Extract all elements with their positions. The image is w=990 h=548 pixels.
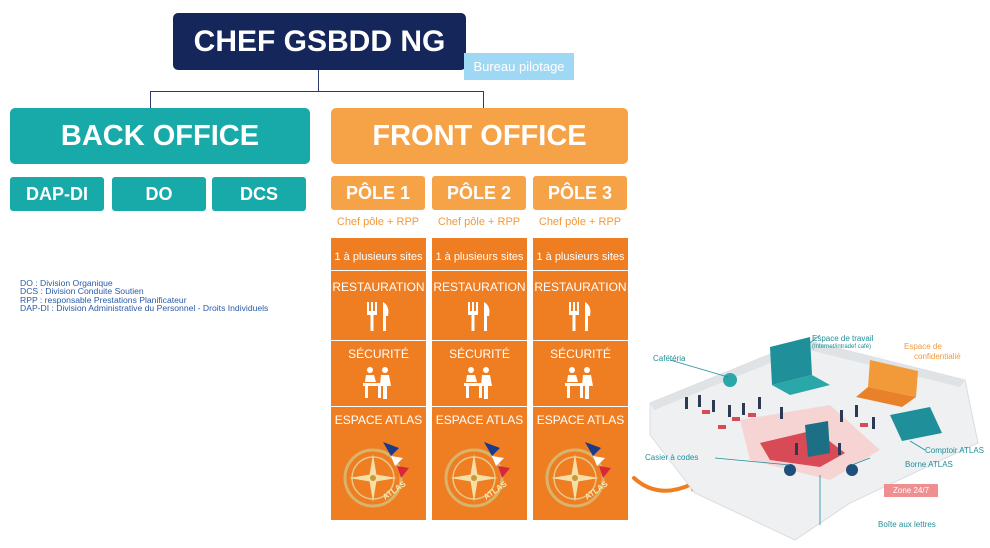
connector-horizontal xyxy=(150,91,484,92)
pole-label: PÔLE 3 xyxy=(547,182,613,203)
connector-right xyxy=(483,91,484,108)
pole-1-column: 1 à plusieurs sites RESTAURATION SÉCURIT… xyxy=(331,238,426,520)
securite-label: SÉCURITÉ xyxy=(550,347,611,361)
security-desk-icon xyxy=(363,367,391,399)
unit-label: DO xyxy=(145,183,173,204)
legend-item: DCS : Division Conduite Soutien xyxy=(20,286,144,297)
chef-box: CHEF GSBDD NG xyxy=(173,13,466,70)
security-desk-icon xyxy=(464,367,492,399)
label-boite-lettres: Boîte aux lettres xyxy=(878,520,936,529)
atlas-compass-icon: ATLAS xyxy=(343,442,409,508)
label-comptoir-atlas: Comptoir ATLAS xyxy=(925,446,984,455)
floorplan-illustration xyxy=(649,334,979,541)
securite-label: SÉCURITÉ xyxy=(449,347,510,361)
chef-title: CHEF GSBDD NG xyxy=(193,24,446,58)
connector-vertical xyxy=(318,70,319,92)
security-desk-icon xyxy=(565,367,593,399)
front-office-box: FRONT OFFICE xyxy=(331,108,628,164)
front-office-title: FRONT OFFICE xyxy=(372,119,587,152)
chef-pole-3: Chef pôle + RPP xyxy=(538,216,622,228)
espace-atlas-label: ESPACE ATLAS xyxy=(435,413,524,427)
pole-label: PÔLE 2 xyxy=(446,182,512,203)
pole-2: PÔLE 2 xyxy=(432,176,526,210)
espace-atlas-label: ESPACE ATLAS xyxy=(334,413,423,427)
label-espace-confidentialite-1: Espace de xyxy=(904,342,942,351)
bureau-pilotage-box: Bureau pilotage xyxy=(464,53,574,80)
back-office-box: BACK OFFICE xyxy=(10,108,310,164)
label-cafeteria: Cafétéria xyxy=(653,354,686,363)
securite-label: SÉCURITÉ xyxy=(348,347,409,361)
sites-label: 1 à plusieurs sites xyxy=(334,251,423,263)
atlas-compass-icon: ATLAS xyxy=(444,442,510,508)
atlas-compass-icon: ATLAS xyxy=(545,442,611,508)
pole-1: PÔLE 1 xyxy=(331,176,425,210)
atlas-text: ATLAS xyxy=(482,479,509,502)
back-office-title: BACK OFFICE xyxy=(60,119,260,152)
restauration-label: RESTAURATION xyxy=(534,280,627,294)
sites-label: 1 à plusieurs sites xyxy=(435,251,524,263)
chef-pole-1: Chef pôle + RPP xyxy=(336,216,420,228)
pole-2-column: 1 à plusieurs sites RESTAURATION SÉCURIT… xyxy=(432,238,527,520)
legend: DO : Division Organique DCS : Division C… xyxy=(20,278,269,314)
unit-dap-di: DAP-DI xyxy=(10,177,104,211)
restaurant-icon xyxy=(468,302,490,331)
restauration-label: RESTAURATION xyxy=(433,280,526,294)
legend-item: RPP : responsable Prestations Planificat… xyxy=(20,294,187,305)
atlas-text: ATLAS xyxy=(381,479,408,502)
zone-text: Zone 24/7 xyxy=(892,486,930,495)
legend-item: DAP-DI : Division Administrative du Pers… xyxy=(20,303,269,314)
unit-dcs: DCS xyxy=(212,177,306,211)
connector-left xyxy=(150,91,151,108)
chef-pole-2: Chef pôle + RPP xyxy=(437,216,521,228)
restauration-label: RESTAURATION xyxy=(332,280,425,294)
restaurant-icon xyxy=(367,302,389,331)
espace-atlas-label: ESPACE ATLAS xyxy=(536,413,625,427)
legend-item: DO : Division Organique xyxy=(20,278,113,288)
restaurant-icon xyxy=(569,302,591,331)
label-zone-24-7: Zone 24/7 xyxy=(884,484,938,497)
pole-3-column: 1 à plusieurs sites RESTAURATION SÉCURIT… xyxy=(533,238,628,520)
pole-3: PÔLE 3 xyxy=(533,176,627,210)
atlas-text: ATLAS xyxy=(583,479,610,502)
label-espace-confidentialite-2: confidentialié xyxy=(914,352,961,361)
label-casier-codes: Casier à codes xyxy=(645,453,699,462)
pole-label: PÔLE 1 xyxy=(345,182,411,203)
label-espace-travail: Espace de travail xyxy=(812,334,874,343)
bureau-label: Bureau pilotage xyxy=(473,59,565,74)
unit-label: DAP-DI xyxy=(26,183,88,204)
unit-do: DO xyxy=(112,177,206,211)
unit-label: DCS xyxy=(239,183,278,204)
sites-label: 1 à plusieurs sites xyxy=(536,251,625,263)
label-espace-travail-sub: (Internet/intradef café) xyxy=(812,344,872,350)
label-borne-atlas: Borne ATLAS xyxy=(905,460,953,469)
